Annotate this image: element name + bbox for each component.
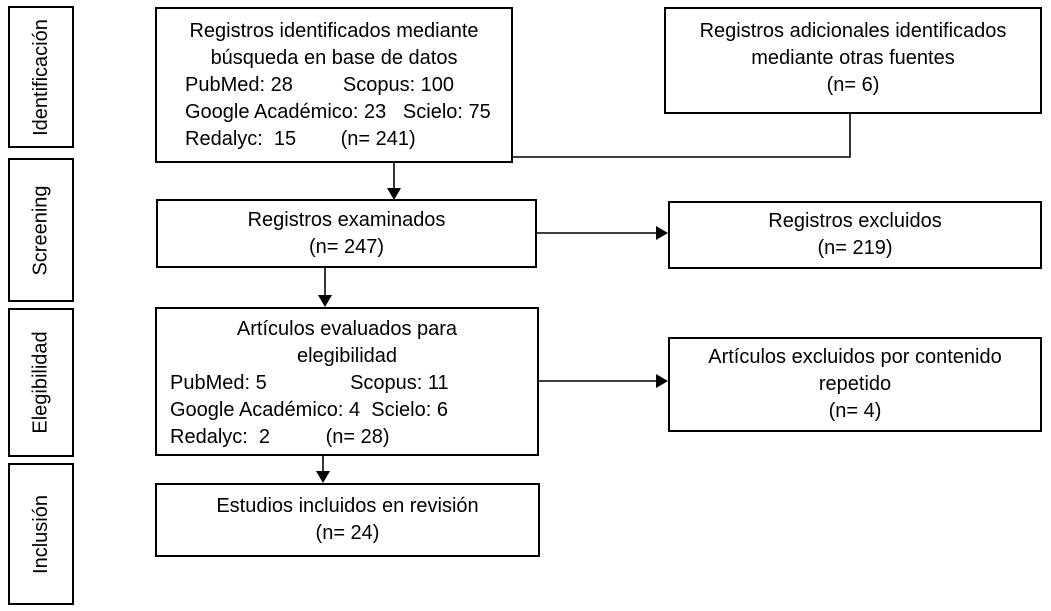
box-articles-eligibility: Artículos evaluados para elegibilidad Pub… [155,307,539,456]
box-articles-excluded-repeated: Artículos excluidos por contenido repetid… [668,337,1042,432]
text-line: Estudios incluidos en revisión [216,495,479,517]
arrowhead-right-icon [656,226,668,240]
box-records-identified-databases: Registros identificados mediante búsqueda… [155,7,513,163]
text-line: repetido [818,373,892,395]
box-stat-lines: PubMed: 5 Scopus: 11 Google Académico: 4 … [157,370,537,451]
box-lines: Registros examinados (n= 247) [158,207,535,261]
text-line: Redalyc: 2 (n= 28) [170,426,390,448]
text-line: (n= 4) [828,400,882,422]
box-lines: Registros excluidos (n= 219) [670,208,1040,262]
text-line: Artículos evaluados para [236,318,458,340]
text-line: Registros identificados mediante [189,20,479,42]
text-line: Google Académico: 23 Scielo: 75 [185,101,491,123]
stage-screening: Screening [8,158,74,302]
text-line: PubMed: 28 Scopus: 100 [185,74,455,96]
arrowhead-down-icon [316,471,330,483]
stage-label-inclusion: Inclusión [29,494,52,574]
box-lines: Registros adicionales identificados media… [666,18,1040,99]
arrowhead-right-icon [656,374,668,388]
stage-inclusion: Inclusión [8,463,74,605]
text-line: (n= 24) [315,522,380,544]
text-line: Google Académico: 4 Scielo: 6 [170,399,448,421]
stage-label-identification: Identificación [29,18,52,136]
arrowhead-down-icon [387,188,401,200]
text-line: Registros adicionales identificados [699,20,1007,42]
text-line: (n= 219) [817,237,893,259]
text-line: elegibilidad [296,345,398,367]
text-line: Registros examinados [247,208,446,231]
box-title-lines: Artículos evaluados para elegibilidad [157,316,537,370]
stage-label-screening: Screening [29,184,52,276]
stage-identification: Identificación [8,6,74,148]
box-records-excluded: Registros excluidos (n= 219) [668,201,1042,269]
text-line: (n= 6) [826,74,880,96]
box-lines: Estudios incluidos en revisión (n= 24) [157,493,538,547]
box-studies-included: Estudios incluidos en revisión (n= 24) [155,483,540,557]
text-line: Artículos excluidos por contenido [708,346,1002,368]
connector-additional-to-identified [513,114,851,158]
arrowhead-down-icon [318,295,332,307]
text-line: mediante otras fuentes [751,47,955,69]
stage-eligibility: Elegibilidad [8,308,74,457]
box-records-screened: Registros examinados (n= 247) [156,199,537,268]
text-line: Redalyc: 15 (n= 241) [185,128,416,150]
box-lines: Artículos excluidos por contenido repetid… [670,344,1040,425]
box-records-additional-sources: Registros adicionales identificados media… [664,7,1042,114]
text-line: Registros excluidos [768,210,942,232]
stage-label-eligibility: Elegibilidad [29,331,52,434]
text-line: (n= 247) [308,235,385,258]
text-line: PubMed: 5 Scopus: 11 [170,372,449,394]
text-line: búsqueda en base de datos [210,47,458,69]
box-title-lines: Registros identificados mediante búsqueda… [157,18,511,72]
